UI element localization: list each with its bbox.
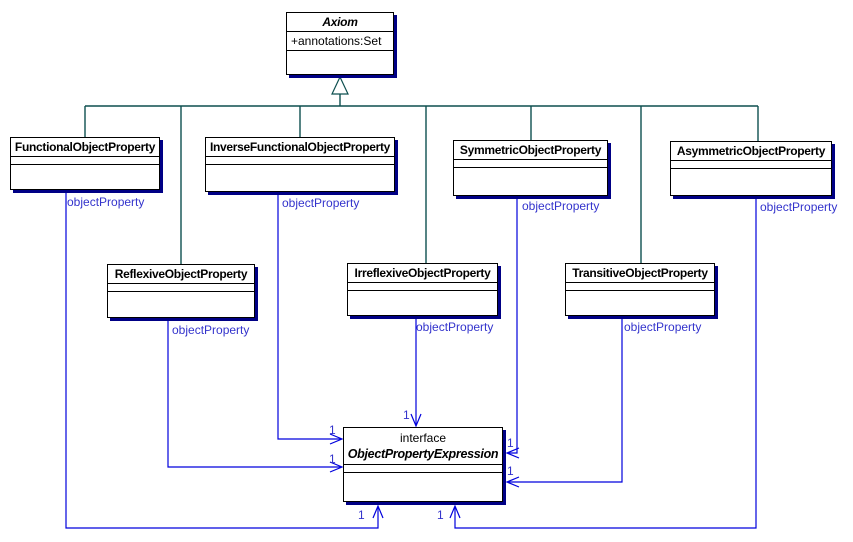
class-irreflexive-title: IrreflexiveObjectProperty [348, 264, 497, 283]
interface-operations-compartment [344, 473, 502, 501]
arrowhead-inversefunctional-icon [329, 433, 344, 445]
class-transitive-attributes-compartment [566, 283, 714, 291]
association-edges[interactable] [65, 192, 757, 529]
arrowhead-symmetric-icon [505, 447, 520, 459]
class-functionalobjectproperty[interactable]: FunctionalObjectProperty [10, 137, 160, 190]
class-inversefunctional-attributes-compartment [206, 157, 394, 165]
multiplicity-reflexive: 1 [329, 452, 336, 466]
class-transitiveobjectproperty[interactable]: TransitiveObjectProperty [565, 263, 715, 316]
assoc-label-irreflexive: objectProperty [416, 320, 494, 334]
multiplicity-symmetric: 1 [507, 436, 514, 450]
class-symmetricobjectproperty[interactable]: SymmetricObjectProperty [453, 140, 608, 196]
class-reflexiveobjectproperty[interactable]: ReflexiveObjectProperty [107, 264, 255, 318]
multiplicity-irreflexive: 1 [403, 408, 410, 422]
assoc-inversefunctional[interactable] [277, 192, 341, 440]
generalization-edges[interactable] [84, 75, 759, 264]
class-axiom-operations-compartment [287, 51, 393, 74]
arrowhead-irreflexive-icon [410, 413, 422, 428]
arrowhead-functional-icon [372, 504, 384, 519]
assoc-label-reflexive: objectProperty [172, 323, 250, 337]
assoc-label-inversefunctional: objectProperty [282, 196, 360, 210]
class-asymmetric-attributes-compartment [671, 161, 831, 169]
assoc-asymmetric[interactable] [454, 196, 757, 529]
class-irreflexive-attributes-compartment [348, 283, 497, 291]
class-asymmetric-operations-compartment [671, 169, 831, 195]
interface-title: ObjectPropertyExpression [347, 447, 499, 461]
interface-stereotype: interface [399, 431, 447, 445]
multiplicity-asymmetric: 1 [437, 508, 444, 522]
class-axiom-attribute: +annotations:Set [287, 32, 393, 51]
assoc-functional[interactable] [65, 192, 379, 529]
assoc-transitive[interactable] [508, 316, 623, 483]
arrowhead-asymmetric-icon [449, 504, 461, 519]
class-asymmetricobjectproperty[interactable]: AsymmetricObjectProperty [670, 141, 832, 196]
class-inversefunctionalobjectproperty[interactable]: InverseFunctionalObjectProperty [205, 137, 395, 192]
class-irreflexiveobjectproperty[interactable]: IrreflexiveObjectProperty [347, 263, 498, 316]
class-irreflexive-operations-compartment [348, 291, 497, 315]
assoc-label-asymmetric: objectProperty [760, 200, 838, 214]
class-symmetric-operations-compartment [454, 168, 607, 195]
class-inversefunctional-operations-compartment [206, 165, 394, 191]
arrowhead-reflexive-icon [329, 461, 344, 473]
generalization-triangle-icon [331, 75, 349, 95]
class-axiom-title: Axiom [287, 13, 393, 32]
class-functional-operations-compartment [11, 165, 159, 189]
class-transitive-operations-compartment [566, 291, 714, 315]
class-transitive-title: TransitiveObjectProperty [566, 264, 714, 283]
class-functional-title: FunctionalObjectProperty [11, 138, 159, 157]
interface-attributes-compartment [344, 465, 502, 473]
interface-header: interface ObjectPropertyExpression [344, 428, 502, 465]
class-reflexive-operations-compartment [108, 292, 254, 317]
class-asymmetric-title: AsymmetricObjectProperty [671, 142, 831, 161]
assoc-label-functional: objectProperty [67, 195, 145, 209]
multiplicity-inversefunctional: 1 [329, 423, 336, 437]
multiplicity-transitive: 1 [507, 464, 514, 478]
class-symmetric-attributes-compartment [454, 160, 607, 168]
class-axiom[interactable]: Axiom +annotations:Set [286, 12, 394, 75]
class-functional-attributes-compartment [11, 157, 159, 165]
class-reflexive-attributes-compartment [108, 284, 254, 292]
assoc-label-symmetric: objectProperty [522, 199, 600, 213]
arrowhead-transitive-icon [505, 476, 520, 488]
interface-objectpropertyexpression[interactable]: interface ObjectPropertyExpression [343, 427, 503, 502]
class-symmetric-title: SymmetricObjectProperty [454, 141, 607, 160]
assoc-label-transitive: objectProperty [624, 320, 702, 334]
class-inversefunctional-title: InverseFunctionalObjectProperty [206, 138, 394, 157]
class-reflexive-title: ReflexiveObjectProperty [108, 265, 254, 284]
multiplicity-functional: 1 [358, 508, 365, 522]
assoc-symmetric[interactable] [508, 196, 518, 454]
assoc-reflexive[interactable] [167, 318, 341, 468]
